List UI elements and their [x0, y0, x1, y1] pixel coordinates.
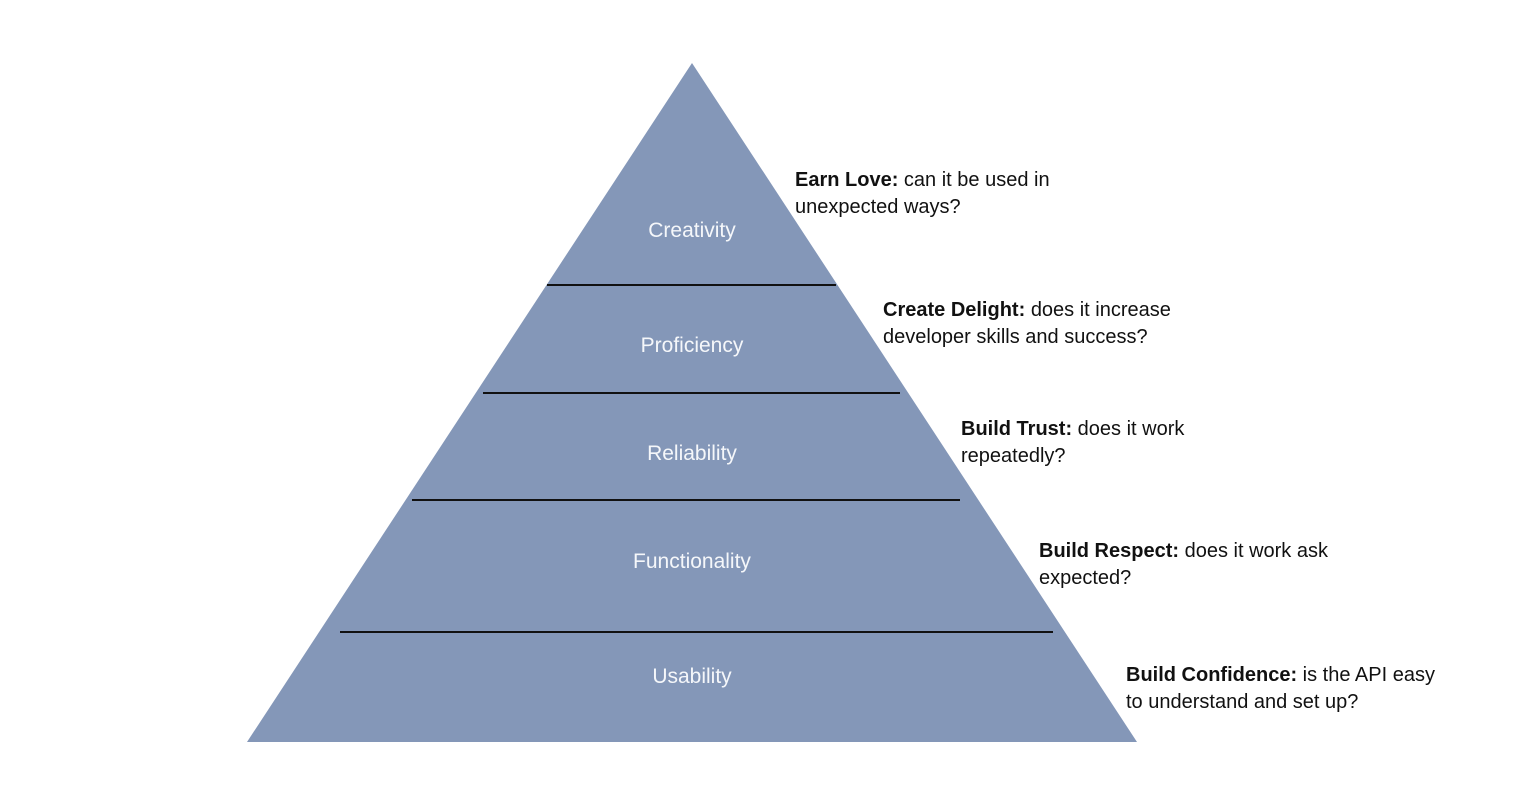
- annotation-title: Build Respect:: [1039, 540, 1180, 562]
- annotation-text: can it be used in unexpected ways?: [795, 169, 1050, 218]
- annotation-text: is the API easy to understand and set up…: [1126, 664, 1435, 713]
- annotation-create-delight: Create Delight: does it increase develop…: [883, 297, 1213, 351]
- annotation-title: Earn Love:: [795, 169, 899, 191]
- annotation-title: Create Delight:: [883, 299, 1026, 321]
- annotation-text: does it increase developer skills and su…: [883, 299, 1171, 348]
- pyramid-shape: [247, 63, 1137, 742]
- level-label-usability: Usability: [652, 665, 732, 688]
- annotation-text: does it work ask expected?: [1039, 540, 1328, 589]
- level-label-functionality: Functionality: [633, 550, 751, 573]
- annotation-build-respect: Build Respect: does it work ask expected…: [1039, 538, 1339, 592]
- level-label-reliability: Reliability: [647, 442, 737, 465]
- annotation-title: Build Confidence:: [1126, 664, 1298, 686]
- annotation-text: does it work repeatedly?: [961, 418, 1185, 467]
- annotation-build-confidence: Build Confidence: is the API easy to und…: [1126, 662, 1456, 716]
- annotation-build-trust: Build Trust: does it work repeatedly?: [961, 416, 1231, 470]
- annotation-title: Build Trust:: [961, 418, 1073, 440]
- level-label-creativity: Creativity: [648, 219, 736, 242]
- annotation-earn-love: Earn Love: can it be used in unexpected …: [795, 167, 1095, 221]
- level-label-proficiency: Proficiency: [641, 334, 744, 357]
